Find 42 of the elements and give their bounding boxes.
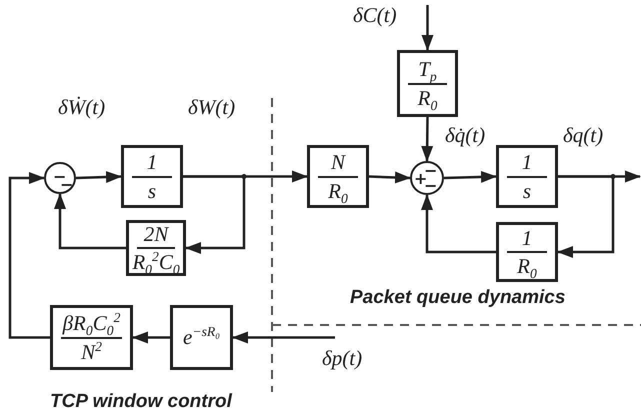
transfer-function-block — [496, 222, 558, 282]
denominator: N$^{2}$ — [81, 340, 102, 363]
transfer-function-block — [397, 50, 458, 117]
numerator: 1 — [522, 151, 532, 174]
transfer-function-block — [50, 305, 133, 370]
signal-label: δW(t) — [188, 97, 236, 118]
transfer-function-block — [496, 145, 558, 208]
summing-junction — [44, 162, 76, 194]
signal-arrow — [183, 170, 308, 182]
transfer-function-block — [126, 220, 186, 276]
denominator: s — [148, 180, 156, 202]
signal-arrow — [8, 172, 50, 339]
numerator: 1 — [522, 226, 532, 249]
transfer-function-block — [121, 145, 183, 208]
signal-label: δq̇(t) — [445, 125, 486, 146]
signal-arrow — [444, 170, 497, 183]
signal-arrow — [132, 332, 170, 344]
numerator: N — [330, 151, 345, 174]
signal-arrow — [557, 175, 614, 258]
signal-label: δq(t) — [563, 125, 604, 146]
signal-arrow — [76, 171, 122, 183]
denominator: s — [522, 180, 532, 202]
signal-arrow — [54, 193, 126, 250]
numerator: 2N — [144, 223, 168, 246]
sign-label: − — [424, 163, 438, 179]
signal-arrow — [422, 5, 434, 51]
signal-label: δC(t) — [353, 5, 397, 26]
signal-label: δẆ(t) — [58, 97, 106, 118]
transfer-function-block — [170, 305, 233, 370]
section-caption: TCP window control — [50, 392, 232, 411]
denominator: R$_{0}$ — [517, 255, 537, 278]
numerator: 1 — [146, 151, 158, 174]
signal-arrow — [421, 116, 434, 162]
transfer-function: e$^{−sR₀}$ — [183, 326, 220, 349]
summing-junction — [410, 161, 444, 195]
signal-arrow — [232, 332, 335, 344]
signal-arrow — [421, 194, 496, 254]
denominator: R$_{0}$ — [328, 180, 348, 202]
denominator: R$_{0}$ — [418, 86, 438, 109]
transfer-function-block — [307, 145, 369, 208]
signal-arrow — [368, 171, 411, 184]
signal-label: δp(t) — [322, 348, 362, 369]
